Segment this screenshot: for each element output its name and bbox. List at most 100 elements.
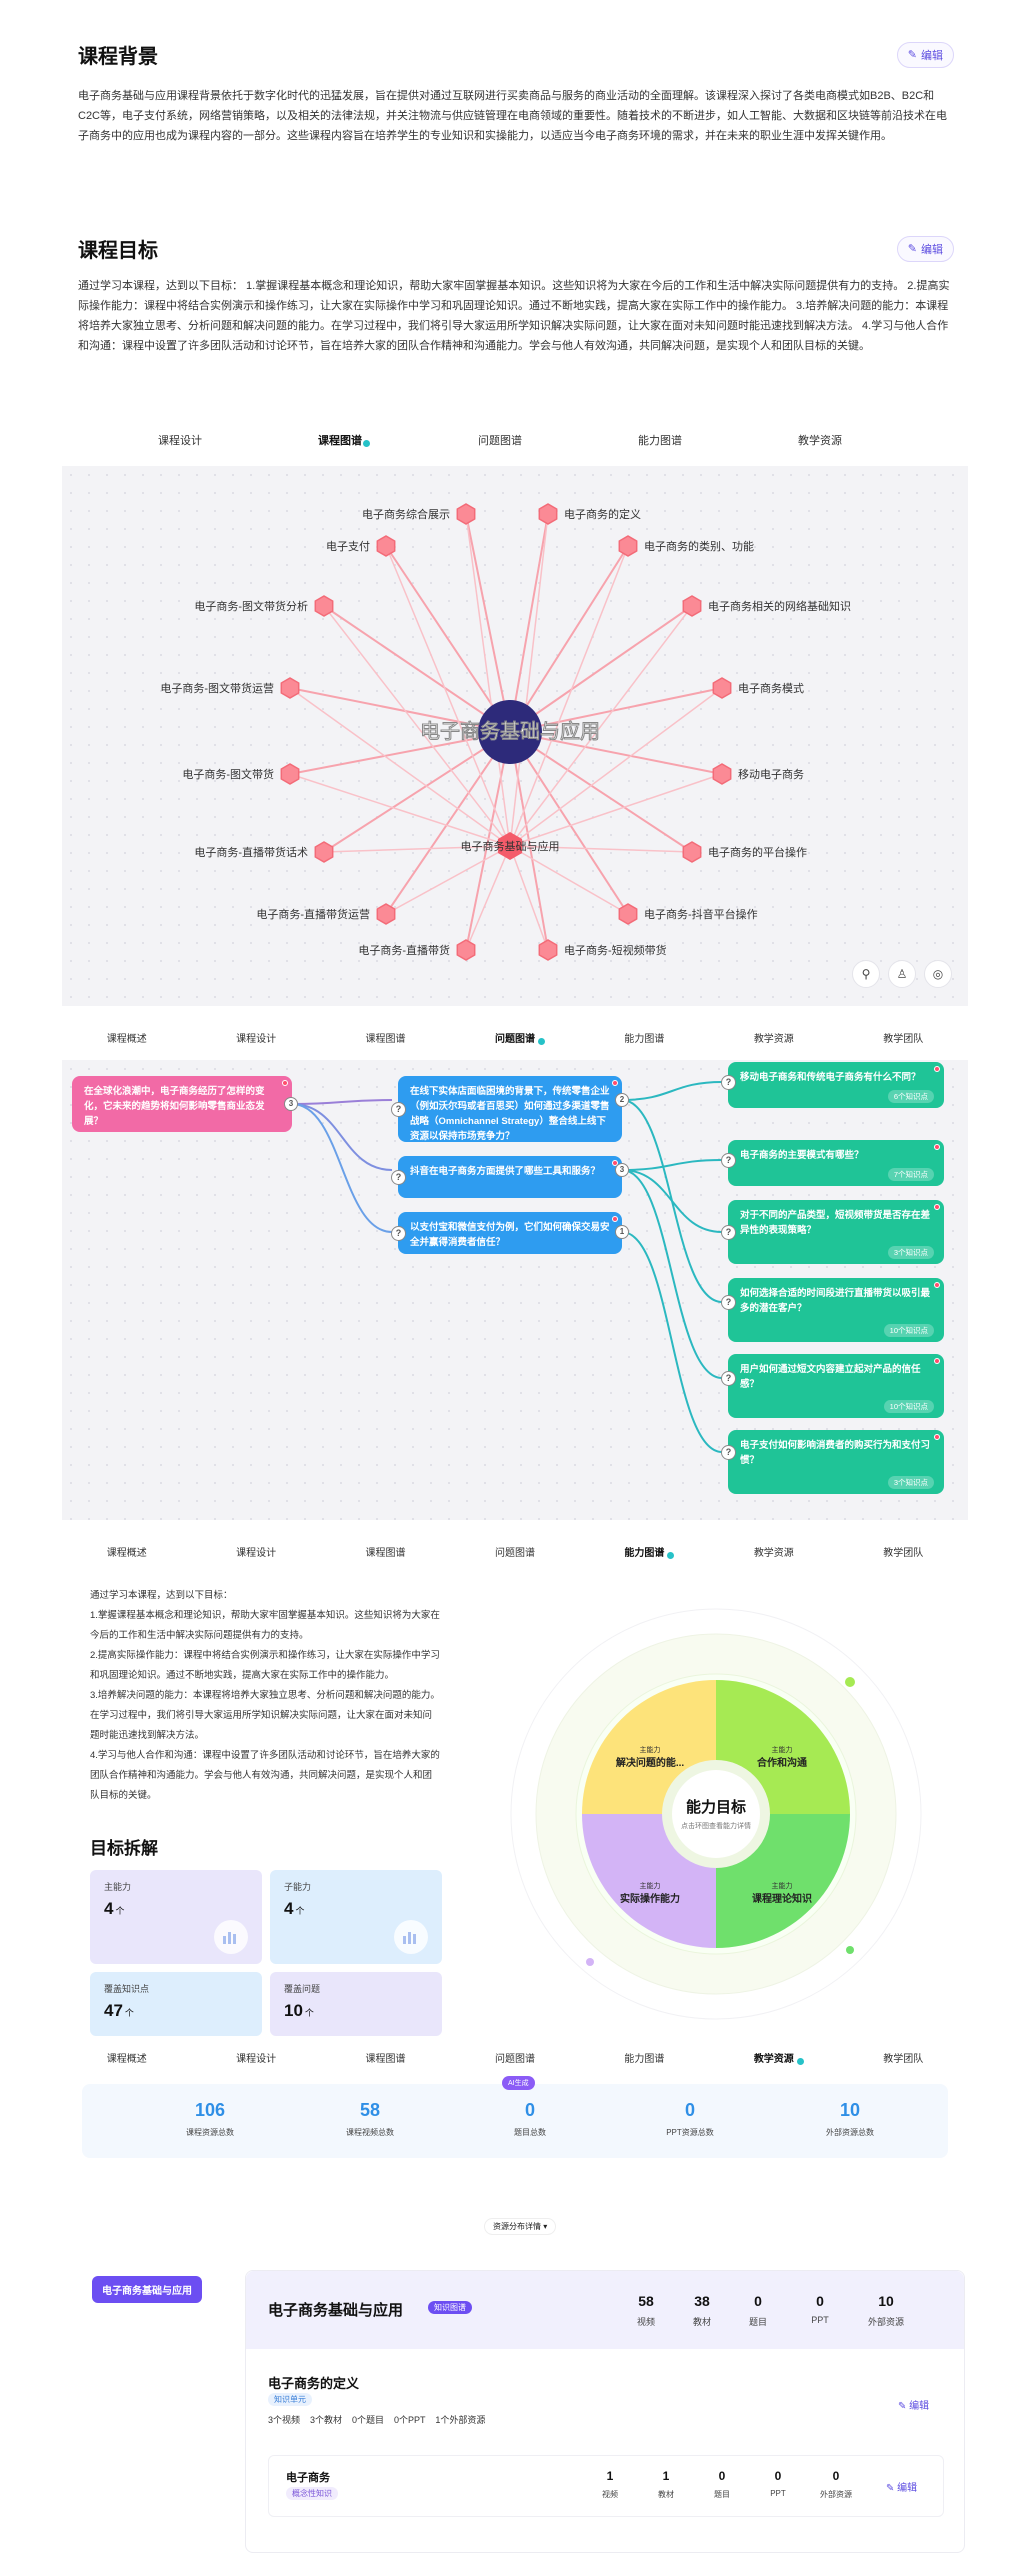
graph-node-label: 电子商务的定义 [564, 507, 641, 521]
tab-teaching-team[interactable]: 教学团队 [883, 1547, 924, 1559]
tab-teaching-resources[interactable]: 教学资源 [798, 435, 842, 447]
tab-ability-graph[interactable]: 能力图谱 [624, 2053, 665, 2065]
graph-edge [509, 513, 549, 733]
tab-course-graph[interactable]: 课程图谱 [365, 1547, 406, 1559]
goals-text: 通过学习本课程，达到以下目标： 1.掌握课程基本概念和理论知识，帮助大家牢固掌握… [78, 280, 950, 352]
problem-leaf-card[interactable]: 对于不同的产品类型，短视频带货是否存在差异性的表现策略？ 3个知识点 [728, 1200, 944, 1264]
tab-course-design[interactable]: 课程设计 [236, 2053, 277, 2065]
graph-node-hexagon [314, 841, 334, 863]
tab-overview[interactable]: 课程概述 [106, 2053, 147, 2065]
unit-badge: 知识单元 [268, 2393, 312, 2406]
child-count-badge[interactable]: 3 [284, 1097, 298, 1111]
question-icon: ? [721, 1295, 736, 1310]
status-dot [934, 1204, 940, 1210]
tab-teaching-resources[interactable]: 教学资源 [753, 1033, 794, 1045]
target-icon[interactable]: ◎ [924, 960, 952, 988]
graph-node[interactable]: 电子商务-直播带货话术 [194, 841, 334, 863]
graph-center-node [478, 700, 542, 764]
graph-node[interactable]: 电子商务-直播带货 [358, 939, 476, 961]
graph-node[interactable]: 电子商务-图文带货 [182, 763, 300, 785]
graph-node-hexagon [280, 763, 300, 785]
problem-leaf-card[interactable]: 用户如何通过短文内容建立起对产品的信任感？ 10个知识点 [728, 1354, 944, 1418]
child-count-badge[interactable]: 3 [615, 1163, 629, 1177]
bar-chart-icon [214, 1920, 248, 1954]
graph-node[interactable]: 电子商务相关的网络基础知识 [682, 595, 851, 617]
status-dot [934, 1434, 940, 1440]
unit-title: 电子商务的定义 [268, 2376, 360, 2391]
course-side-button[interactable]: 电子商务基础与应用 [92, 2276, 202, 2303]
tab-teaching-team[interactable]: 教学团队 [883, 2053, 924, 2065]
resource-distribution-dropdown[interactable]: 资源分布详情 ▾ [484, 2218, 557, 2235]
graph-node[interactable]: 移动电子商务 [712, 763, 804, 785]
tab-course-graph[interactable]: 课程图谱 [260, 432, 420, 448]
problem-leaf-card[interactable]: 如何选择合适的时间段进行直播带货以吸引最多的潜在客户？ 10个知识点 [728, 1278, 944, 1342]
graph-node[interactable]: 电子支付 [326, 535, 396, 557]
tab-problem-graph[interactable]: 问题图谱 [478, 435, 522, 447]
knowledge-graph-panel[interactable]: 电子商务综合展示 电子商务的定义电子支付 电子商务的类别、功能电子商务-图文带货分析… [62, 466, 968, 1006]
graph-node-hexagon [376, 535, 396, 557]
graph-edge [509, 605, 693, 733]
quadrant-tag: 主能力 [772, 1745, 793, 1754]
graph-edge [509, 731, 629, 915]
graph-node[interactable]: 电子商务的平台操作 [682, 841, 807, 863]
tab-course-design[interactable]: 课程设计 [236, 1547, 277, 1559]
graph-node-hexagon [538, 939, 558, 961]
graph-edges [289, 513, 723, 951]
course-tabs-4: 课程概述 课程设计 课程图谱 问题图谱 能力图谱 教学资源 教学团队 [62, 2046, 968, 2068]
problem-leaf-card[interactable]: 电子支付如何影响消费者的购买行为和支付习惯？ 3个知识点 [728, 1430, 944, 1494]
tab-teaching-resources[interactable]: 教学资源 [709, 2050, 838, 2065]
tab-overview[interactable]: 课程概述 [106, 1547, 147, 1559]
tab-course-design[interactable]: 课程设计 [158, 435, 202, 447]
tab-overview[interactable]: 课程概述 [106, 1033, 147, 1045]
graph-node[interactable]: 电子商务-图文带货分析 [194, 595, 334, 617]
knowledge-graph-badge: 知识图谱 [428, 2301, 472, 2314]
graph-node-hexagon [314, 595, 334, 617]
sub-edit-button[interactable]: ✎ 编辑 [886, 2483, 918, 2494]
graph-node[interactable]: 电子商务综合展示 [362, 503, 476, 525]
problem-card[interactable]: 抖音在电子商务方面提供了哪些工具和服务？ [398, 1156, 622, 1198]
tab-ability-graph[interactable]: 能力图谱 [580, 1544, 709, 1559]
tab-problem-graph[interactable]: 问题图谱 [494, 1547, 535, 1559]
problem-graph-panel[interactable]: 在全球化浪潮中，电子商务经历了怎样的变化，它未来的趋势将如何影响零售商业态发展？… [62, 1060, 968, 1520]
goals-edit-button[interactable]: ✎ 编辑 [896, 235, 954, 262]
background-edit-button[interactable]: ✎ 编辑 [896, 41, 954, 68]
child-count-badge[interactable]: 2 [615, 1093, 629, 1107]
problem-root-card[interactable]: 在全球化浪潮中，电子商务经历了怎样的变化，它未来的趋势将如何影响零售商业态发展？ [72, 1076, 292, 1132]
ability-ring-chart[interactable]: 能力目标 点击环图查看能力详情 主能力 解决问题的能... 主能力 合作和沟通 … [506, 1604, 926, 2024]
tab-course-design[interactable]: 课程设计 [236, 1033, 277, 1045]
tab-course-graph[interactable]: 课程图谱 [365, 1033, 406, 1045]
tab-ability-graph[interactable]: 能力图谱 [624, 1033, 665, 1045]
filter-icon[interactable]: ⚲ [852, 960, 880, 988]
unit-edit-button[interactable]: ✎ 编辑 [898, 2401, 930, 2412]
tab-course-graph[interactable]: 课程图谱 [365, 2053, 406, 2065]
graph-node[interactable]: 电子商务的定义 [538, 503, 641, 525]
tab-problem-graph[interactable]: 问题图谱 [450, 1030, 579, 1045]
problem-card[interactable]: 以支付宝和微信支付为例，它们如何确保交易安全并赢得消费者信任？ [398, 1212, 622, 1254]
problem-card[interactable]: 在线下实体店面临困境的背景下，传统零售企业（例如沃尔玛或者百思买）如何通过多渠道… [398, 1076, 622, 1142]
knowledge-count-tag: 10个知识点 [883, 1400, 934, 1413]
unit-counts: 3个视频 3个教材 0个题目 0个PPT 1个外部资源 [268, 2415, 486, 2425]
person-icon[interactable]: ♙ [888, 960, 916, 988]
graph-node[interactable]: 电子商务的类别、功能 [618, 535, 754, 557]
child-count-badge[interactable]: 1 [615, 1225, 629, 1239]
problem-leaf-card[interactable]: 电子商务的主要模式有哪些？ 7个知识点 [728, 1140, 944, 1186]
tab-teaching-team[interactable]: 教学团队 [883, 1033, 924, 1045]
graph-node[interactable]: 电子商务-短视频带货 [538, 939, 667, 961]
tab-teaching-resources[interactable]: 教学资源 [753, 1547, 794, 1559]
tab-ability-graph[interactable]: 能力图谱 [638, 435, 682, 447]
concept-badge: 概念性知识 [286, 2487, 338, 2500]
question-icon: ? [721, 1225, 736, 1240]
graph-node[interactable]: 电子商务-图文带货运营 [160, 677, 300, 699]
tab-problem-graph[interactable]: 问题图谱 [494, 2053, 535, 2065]
graph-node[interactable]: 电子商务模式 [712, 677, 804, 699]
graph-node[interactable]: 电子商务-抖音平台操作 [618, 903, 758, 925]
graph-edge [509, 545, 629, 733]
graph-edge [289, 773, 511, 847]
problem-leaf-card[interactable]: 移动电子商务和传统电子商务有什么不同？ 6个知识点 [728, 1062, 944, 1108]
graph-node[interactable]: 电子商务-直播带货运营 [256, 903, 396, 925]
